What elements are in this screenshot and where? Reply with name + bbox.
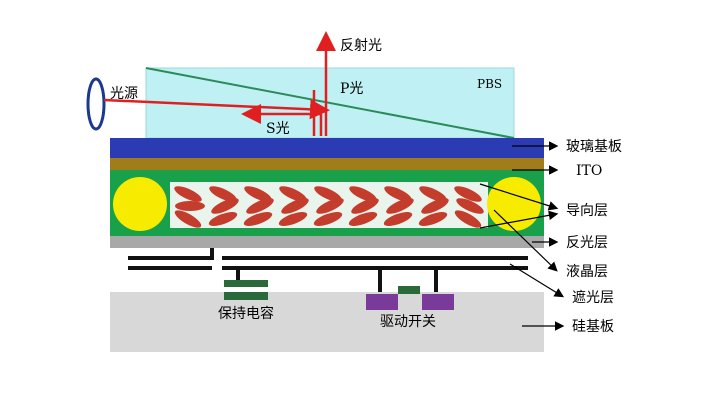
drive-switch-gate [398, 286, 420, 294]
glass-substrate-layer [110, 138, 544, 158]
spacer-ball-left [113, 177, 167, 231]
light-source-lens [86, 77, 106, 131]
pbs-diagonal [145, 67, 515, 139]
label-storage-capacitor: 保持电容 [218, 305, 274, 322]
label-light-source: 光源 [110, 86, 138, 102]
storage-capacitor-bottom [224, 292, 268, 300]
label-reflective-layer: 反光层 [566, 235, 608, 251]
light-shield-lines [128, 248, 528, 294]
label-liquid-crystal-layer: 液晶层 [566, 264, 608, 280]
pointer-arrows [479, 141, 565, 331]
drive-switch-source [366, 294, 398, 310]
label-s-light: S光 [266, 121, 290, 137]
liquid-crystal-molecules [174, 186, 484, 228]
label-drive-switch: 驱动开关 [380, 314, 436, 330]
label-alignment-layer: 导向层 [566, 203, 608, 219]
storage-capacitor-top [224, 280, 268, 287]
lc-row-middle [175, 198, 484, 214]
reflective-layer [110, 236, 544, 248]
light-beam [103, 98, 330, 120]
lc-row-top [174, 186, 482, 202]
label-light-shield-layer: 遮光层 [572, 290, 614, 306]
label-reflected-light: 反射光 [340, 38, 382, 54]
spacer-ball-right [487, 177, 541, 231]
drive-switch-drain [422, 294, 454, 310]
label-glass-substrate: 玻璃基板 [566, 138, 622, 155]
silicon-substrate-layer [110, 292, 544, 352]
label-p-light: P光 [340, 81, 363, 97]
label-pbs: PBS [477, 77, 502, 91]
lc-row-bottom [174, 210, 482, 228]
label-silicon-substrate: 硅基板 [572, 318, 614, 335]
ito-layer [110, 158, 544, 170]
label-ito: ITO [576, 163, 602, 179]
